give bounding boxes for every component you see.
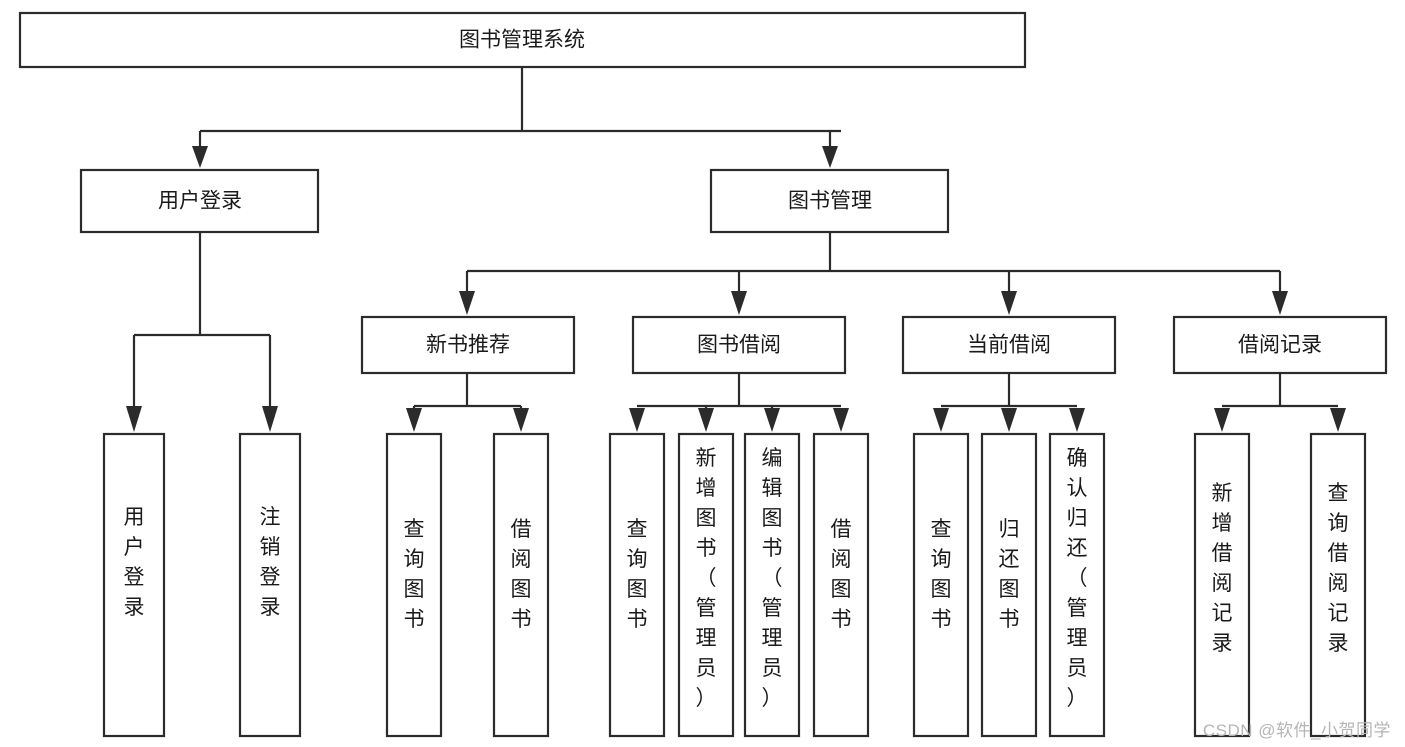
leaf-query-book-2-rect[interactable] [608, 432, 666, 738]
leaf-edit-book-label: 编辑图书（管理员） [762, 447, 783, 710]
leaf-query-book-3-rect[interactable] [912, 432, 970, 738]
arrowhead-leaf-borrow-book-1 [513, 408, 529, 432]
leaf-add-book-label: 新增图书（管理员） [696, 447, 717, 710]
leaf-query-record[interactable]: 查询借阅记录 [1309, 432, 1367, 738]
node-current-rect[interactable] [901, 315, 1117, 375]
leaf-query-book-2-label: 查询图书 [627, 518, 648, 631]
leaf-query-record-label: 查询借阅记录 [1328, 482, 1349, 655]
leaf-query-book-2[interactable]: 查询图书 [608, 432, 666, 738]
arrowhead-leaf-confirm-return [1069, 408, 1085, 432]
leaf-return-book[interactable]: 归还图书 [980, 432, 1038, 738]
leaf-add-record-label: 新增借阅记录 [1212, 482, 1233, 655]
connector-borrow-to-leaves [629, 373, 849, 432]
leaf-borrow-book-2[interactable]: 借阅图书 [812, 432, 870, 738]
arrowhead-leaf-query-book-1 [406, 408, 422, 432]
leaf-borrow-book-1-label: 借阅图书 [511, 518, 532, 631]
arrowhead-bookmgmt [822, 146, 838, 168]
leaf-logout[interactable]: 注销登录 [238, 432, 302, 738]
connector-root-to-level2 [192, 67, 841, 168]
node-login-label: 用户登录 [158, 190, 242, 213]
arrowhead-leaf-edit-book [764, 408, 780, 432]
connector-newbook-to-leaves [406, 373, 529, 432]
node-current-label: 当前借阅 [967, 334, 1051, 357]
arrowhead-current [1001, 291, 1017, 315]
arrowhead-leaf-return-book [1001, 408, 1017, 432]
arrowhead-leaf-user-login [126, 406, 142, 432]
node-records[interactable]: 借阅记录 [1172, 315, 1388, 375]
node-current[interactable]: 当前借阅 [901, 315, 1117, 375]
leaf-logout-rect[interactable] [238, 432, 302, 738]
arrowhead-leaf-add-record [1214, 408, 1230, 432]
leaf-add-book[interactable]: 新增图书（管理员） [677, 432, 735, 738]
leaf-return-book-label: 归还图书 [999, 518, 1020, 631]
node-newbook[interactable]: 新书推荐 [360, 315, 576, 375]
node-bookmgmt-label: 图书管理 [788, 190, 872, 213]
leaf-logout-label: 注销登录 [260, 506, 281, 619]
arrowhead-borrow [731, 291, 747, 315]
node-bookmgmt[interactable]: 图书管理 [709, 168, 950, 234]
leaf-edit-book[interactable]: 编辑图书（管理员） [743, 432, 801, 738]
leaf-query-book-1-label: 查询图书 [404, 518, 425, 631]
node-login[interactable]: 用户登录 [79, 168, 320, 234]
leaf-query-book-3[interactable]: 查询图书 [912, 432, 970, 738]
arrowhead-leaf-borrow-book-2 [833, 408, 849, 432]
leaf-borrow-book-1-rect[interactable] [492, 432, 550, 738]
arrowhead-leaf-query-book-3 [933, 408, 949, 432]
arrowhead-leaf-query-record [1330, 408, 1346, 432]
arrowhead-leaf-query-book-2 [629, 408, 645, 432]
node-root[interactable]: 图书管理系统 [18, 11, 1027, 69]
leaf-borrow-book-2-rect[interactable] [812, 432, 870, 738]
arrowhead-login [192, 146, 208, 168]
node-newbook-label: 新书推荐 [426, 334, 510, 357]
leaf-confirm-return[interactable]: 确认归还（管理员） [1048, 432, 1106, 738]
leaf-edit-book-rect[interactable] [743, 432, 801, 738]
leaf-borrow-book-1[interactable]: 借阅图书 [492, 432, 550, 738]
leaf-borrow-book-2-label: 借阅图书 [831, 518, 852, 631]
connector-login-to-leaves [126, 232, 278, 432]
connector-records-to-leaves [1214, 373, 1346, 432]
connector-current-to-leaves [933, 373, 1085, 432]
leaf-confirm-return-rect[interactable] [1048, 432, 1106, 738]
leaf-confirm-return-label: 确认归还（管理员） [1067, 447, 1088, 710]
node-login-rect[interactable] [79, 168, 320, 234]
leaf-add-record-rect[interactable] [1193, 432, 1251, 738]
leaf-add-record[interactable]: 新增借阅记录 [1193, 432, 1251, 738]
leaf-add-book-rect[interactable] [677, 432, 735, 738]
csdn-watermark: CSDN @软件_小贺同学 [1202, 721, 1391, 740]
node-bookmgmt-rect[interactable] [709, 168, 950, 234]
arrowhead-records [1272, 291, 1288, 315]
node-newbook-rect[interactable] [360, 315, 576, 375]
node-root-label: 图书管理系统 [459, 29, 585, 52]
arrowhead-newbook [459, 291, 475, 315]
leaf-user-login-rect[interactable] [102, 432, 166, 738]
node-root-rect[interactable] [18, 11, 1027, 69]
leaf-user-login[interactable]: 用户登录 [102, 432, 166, 738]
leaf-return-book-rect[interactable] [980, 432, 1038, 738]
leaf-query-record-rect[interactable] [1309, 432, 1367, 738]
node-borrow[interactable]: 图书借阅 [631, 315, 847, 375]
node-records-label: 借阅记录 [1238, 334, 1322, 357]
arrowhead-leaf-logout [262, 406, 278, 432]
node-borrow-label: 图书借阅 [697, 334, 781, 357]
connector-bookmgmt-to-level3 [459, 232, 1288, 315]
arrowhead-leaf-add-book [698, 408, 714, 432]
node-borrow-rect[interactable] [631, 315, 847, 375]
leaf-query-book-3-label: 查询图书 [931, 518, 952, 631]
leaf-user-login-label: 用户登录 [124, 506, 145, 619]
leaf-query-book-1-rect[interactable] [385, 432, 443, 738]
node-records-rect[interactable] [1172, 315, 1388, 375]
leaf-query-book-1[interactable]: 查询图书 [385, 432, 443, 738]
